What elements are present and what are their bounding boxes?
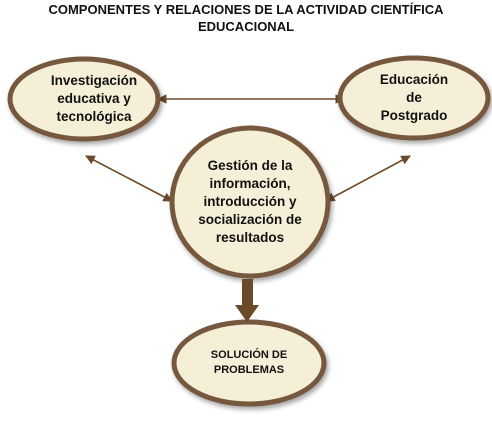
node-educacion-line-2: de: [406, 90, 422, 105]
node-gestion-line-2: información,: [209, 176, 291, 191]
node-investigacion-line-3: tecnológica: [56, 109, 132, 124]
diagram-title: COMPONENTES Y RELACIONES DE LA ACTIVIDAD…: [0, 1, 492, 35]
node-gestion-line-1: Gestión de la: [207, 158, 293, 173]
node-gestion-label: Gestión de la información, introducción …: [172, 128, 328, 276]
node-solucion-label: SOLUCIÓN DE PROBLEMAS: [174, 322, 324, 404]
node-gestion-line-4: socialización de: [198, 212, 302, 227]
node-solucion-ellipse: [171, 319, 327, 407]
node-gestion-line-3: introducción y: [203, 194, 297, 209]
title-line-2: EDUCACIONAL: [197, 19, 295, 34]
node-gestion-ellipse: [169, 125, 331, 279]
node-investigacion-ellipse: [7, 56, 161, 142]
title-line-1: COMPONENTES Y RELACIONES DE LA ACTIVIDAD…: [48, 2, 444, 17]
node-investigacion-line-2: educativa y: [57, 91, 131, 106]
node-gestion-line-5: resultados: [215, 230, 285, 245]
connector-investigacion-gestion: [85, 155, 173, 202]
node-solucion-line-2: PROBLEMAS: [213, 364, 285, 376]
node-educacion-label: Educación de Postgrado: [340, 58, 488, 138]
node-investigacion-line-1: Investigación: [50, 73, 138, 88]
node-investigacion-label: Investigación educativa y tecnológica: [20, 60, 168, 138]
node-educacion-ellipse: [337, 55, 491, 141]
down-arrow-icon: [235, 279, 259, 322]
node-educacion-line-3: Postgrado: [380, 108, 448, 123]
connector-educacion-gestion: [325, 155, 411, 202]
node-solucion-line-1: SOLUCIÓN DE: [210, 349, 288, 361]
node-educacion-line-1: Educación: [379, 72, 449, 87]
